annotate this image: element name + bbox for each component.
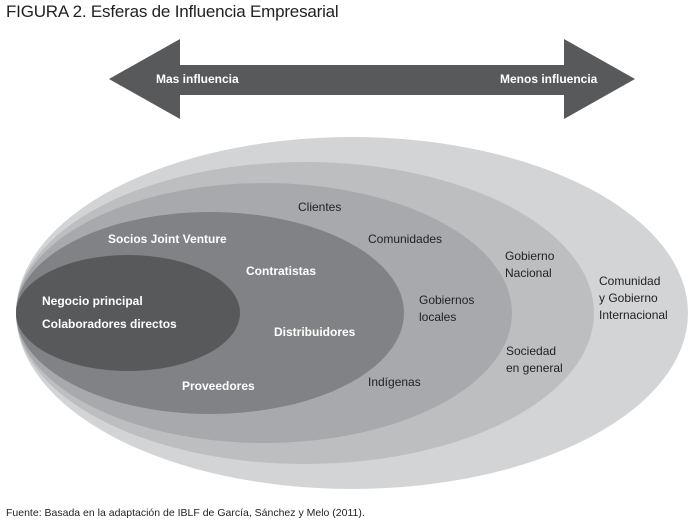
label-gobierno: Gobierno [505,249,555,263]
label-comunidades: Comunidades [368,232,442,246]
label-comunidad: Comunidad [599,274,660,288]
label-socios: Socios Joint Venture [108,232,227,246]
label-internacional: Internacional [599,308,668,322]
label-distribuidores: Distribuidores [274,325,356,339]
sphere-core [16,255,240,371]
arrow-left-label: Mas influencia [156,72,239,86]
label-gobiernos: Gobiernos [419,293,474,307]
label-en-general: en general [506,361,563,375]
label-indigenas: Indígenas [368,375,421,389]
source-note: Fuente: Basada en la adaptación de IBLF … [6,507,365,519]
label-nacional: Nacional [505,266,552,280]
figure-title: FIGURA 2. Esferas de Influencia Empresar… [6,2,339,21]
label-colaboradores: Colaboradores directos [42,317,177,331]
label-contratistas: Contratistas [246,264,316,278]
label-y-gobierno: y Gobierno [599,291,658,305]
arrow-right-label: Menos influencia [500,72,598,86]
influence-arrow [109,39,635,119]
label-clientes: Clientes [298,200,341,214]
label-negocio: Negocio principal [42,294,143,308]
label-proveedores: Proveedores [182,379,255,393]
label-locales: locales [419,310,456,324]
label-sociedad: Sociedad [506,344,556,358]
